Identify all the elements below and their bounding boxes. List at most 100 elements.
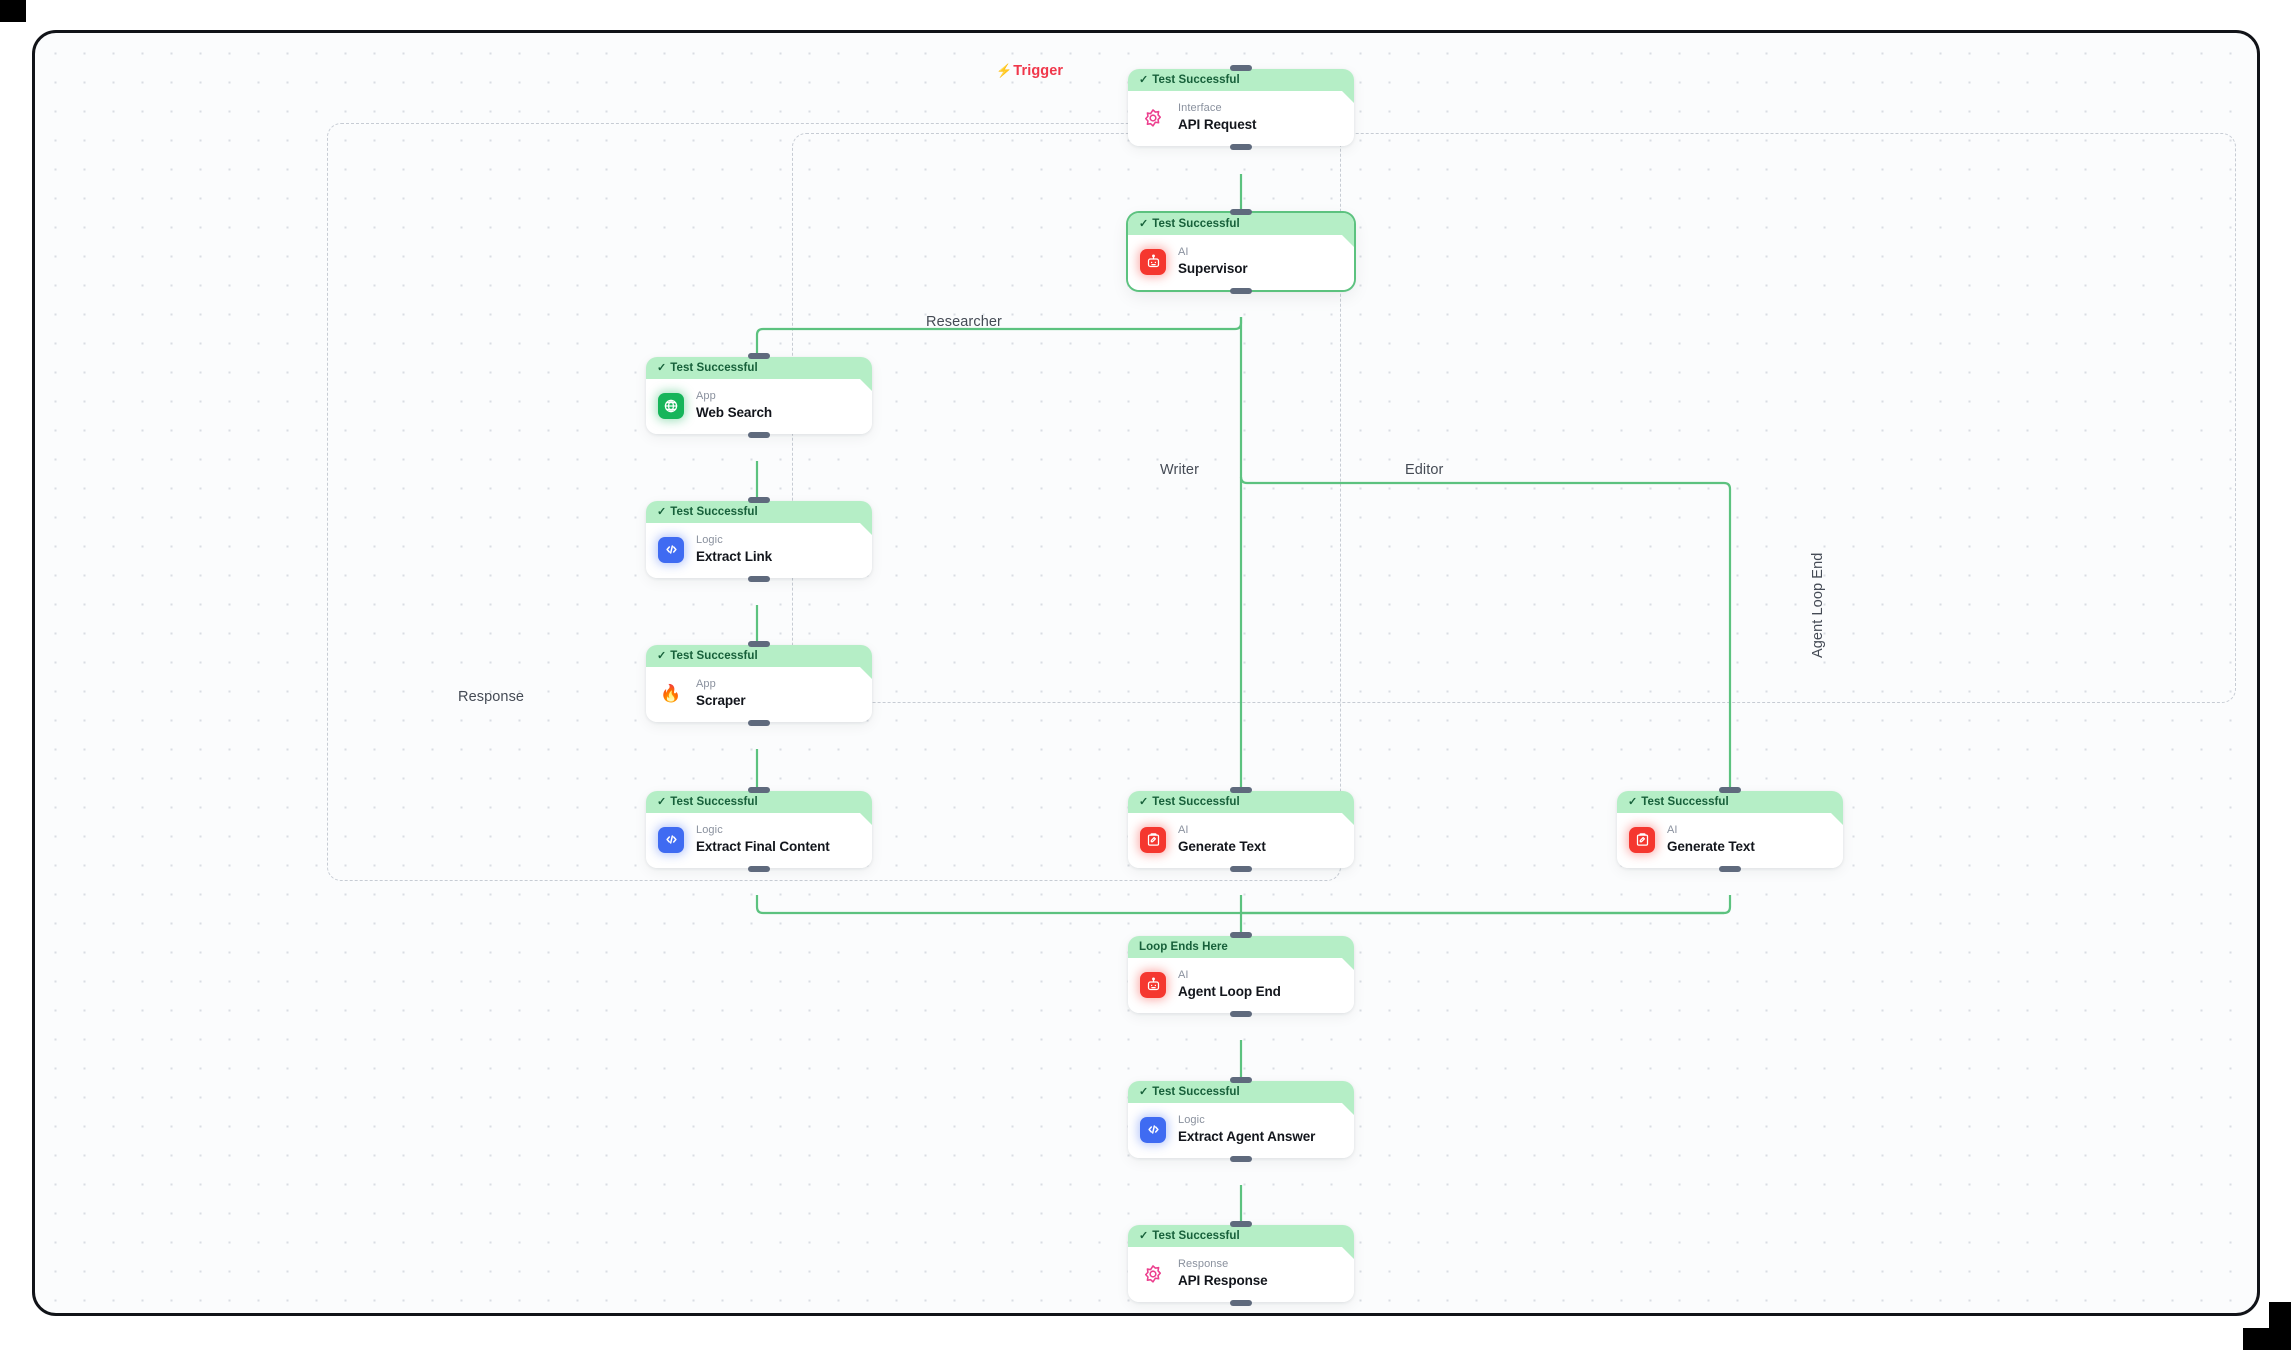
- edge-label-agent-loop-end: Agent Loop End: [1810, 552, 1826, 658]
- node-status-banner: Loop Ends Here: [1128, 936, 1354, 958]
- node-status-banner: ✓Test Successful: [1128, 1225, 1354, 1247]
- edge-label-response: Response: [458, 689, 525, 705]
- edge-supervisor-to-editor: [1239, 476, 1732, 791]
- node-output-handle[interactable]: [748, 575, 770, 582]
- node-output-handle[interactable]: [748, 719, 770, 726]
- node-input-handle[interactable]: [748, 497, 770, 503]
- node-output-handle[interactable]: [1230, 865, 1252, 872]
- node-status-label: Test Successful: [1152, 74, 1240, 86]
- node-title-label: Extract Agent Answer: [1178, 1128, 1316, 1144]
- node-status-label: Test Successful: [670, 650, 758, 662]
- edge-label-trigger-text: Trigger: [1013, 63, 1064, 79]
- node-status-banner: ✓Test Successful: [1128, 1081, 1354, 1103]
- check-icon: ✓: [1139, 73, 1149, 86]
- registration-mark-bottom-right-vertical: [2269, 1302, 2291, 1350]
- node-kind-label: AI: [1178, 824, 1189, 836]
- ai-robot-icon: [1140, 971, 1166, 998]
- node-output-handle[interactable]: [1230, 1010, 1252, 1017]
- node-output-handle[interactable]: [1719, 865, 1741, 872]
- check-icon: ✓: [1139, 795, 1149, 808]
- node-status-banner: ✓Test Successful: [646, 791, 872, 813]
- workflow-canvas[interactable]: ⚡Trigger Researcher Writer Editor Agent …: [32, 30, 2260, 1316]
- node-output-handle[interactable]: [1230, 287, 1252, 294]
- check-icon: ✓: [1139, 217, 1149, 230]
- node-input-handle[interactable]: [748, 641, 770, 647]
- node-input-handle[interactable]: [1230, 932, 1252, 938]
- node-status-label: Test Successful: [1641, 796, 1729, 808]
- node-title-label: Agent Loop End: [1178, 983, 1281, 999]
- edge-label-trigger: ⚡Trigger: [996, 63, 1063, 79]
- node-input-handle[interactable]: [1719, 787, 1741, 793]
- node-title-label: Web Search: [696, 404, 773, 420]
- node-output-handle[interactable]: [748, 865, 770, 872]
- node-input-handle[interactable]: [1230, 1221, 1252, 1227]
- node-output-handle[interactable]: [1230, 143, 1252, 150]
- check-icon: ✓: [657, 505, 667, 518]
- node-status-banner: ✓Test Successful: [1128, 791, 1354, 813]
- node-title-label: Extract Final Content: [696, 838, 830, 854]
- node-title-label: Scraper: [696, 692, 746, 708]
- node-input-handle[interactable]: [1230, 209, 1252, 215]
- node-output-handle[interactable]: [748, 431, 770, 438]
- agent-loop-group-container: [792, 133, 2236, 703]
- node-status-label: Test Successful: [670, 796, 758, 808]
- node-status-label: Test Successful: [670, 506, 758, 518]
- lightning-bolt-icon: ⚡: [996, 63, 1013, 78]
- node-kind-label: App: [696, 678, 716, 690]
- node-input-handle[interactable]: [748, 787, 770, 793]
- node-input-handle[interactable]: [1230, 1077, 1252, 1083]
- check-icon: ✓: [657, 361, 667, 374]
- node-kind-label: Interface: [1178, 102, 1222, 114]
- node-title-label: API Request: [1178, 116, 1257, 132]
- ai-generate-text-icon: [1629, 826, 1655, 853]
- node-title-label: Extract Link: [696, 548, 773, 564]
- node-status-label: Test Successful: [670, 362, 758, 374]
- node-input-handle[interactable]: [748, 353, 770, 359]
- edge-label-editor: Editor: [1405, 462, 1444, 478]
- interface-flower-icon: [1140, 105, 1166, 131]
- edge-label-researcher: Researcher: [926, 314, 1002, 330]
- node-input-handle[interactable]: [1230, 65, 1252, 71]
- node-status-label: Loop Ends Here: [1139, 941, 1228, 953]
- node-status-banner: ✓Test Successful: [646, 501, 872, 523]
- node-output-handle[interactable]: [1230, 1299, 1252, 1306]
- ai-robot-icon: [1140, 248, 1166, 275]
- node-output-handle[interactable]: [1230, 1155, 1252, 1162]
- node-title-label: Generate Text: [1667, 838, 1755, 854]
- node-input-handle[interactable]: [1230, 787, 1252, 793]
- check-icon: ✓: [657, 795, 667, 808]
- flame-icon: 🔥: [660, 684, 682, 704]
- node-kind-label: Response: [1178, 1258, 1229, 1270]
